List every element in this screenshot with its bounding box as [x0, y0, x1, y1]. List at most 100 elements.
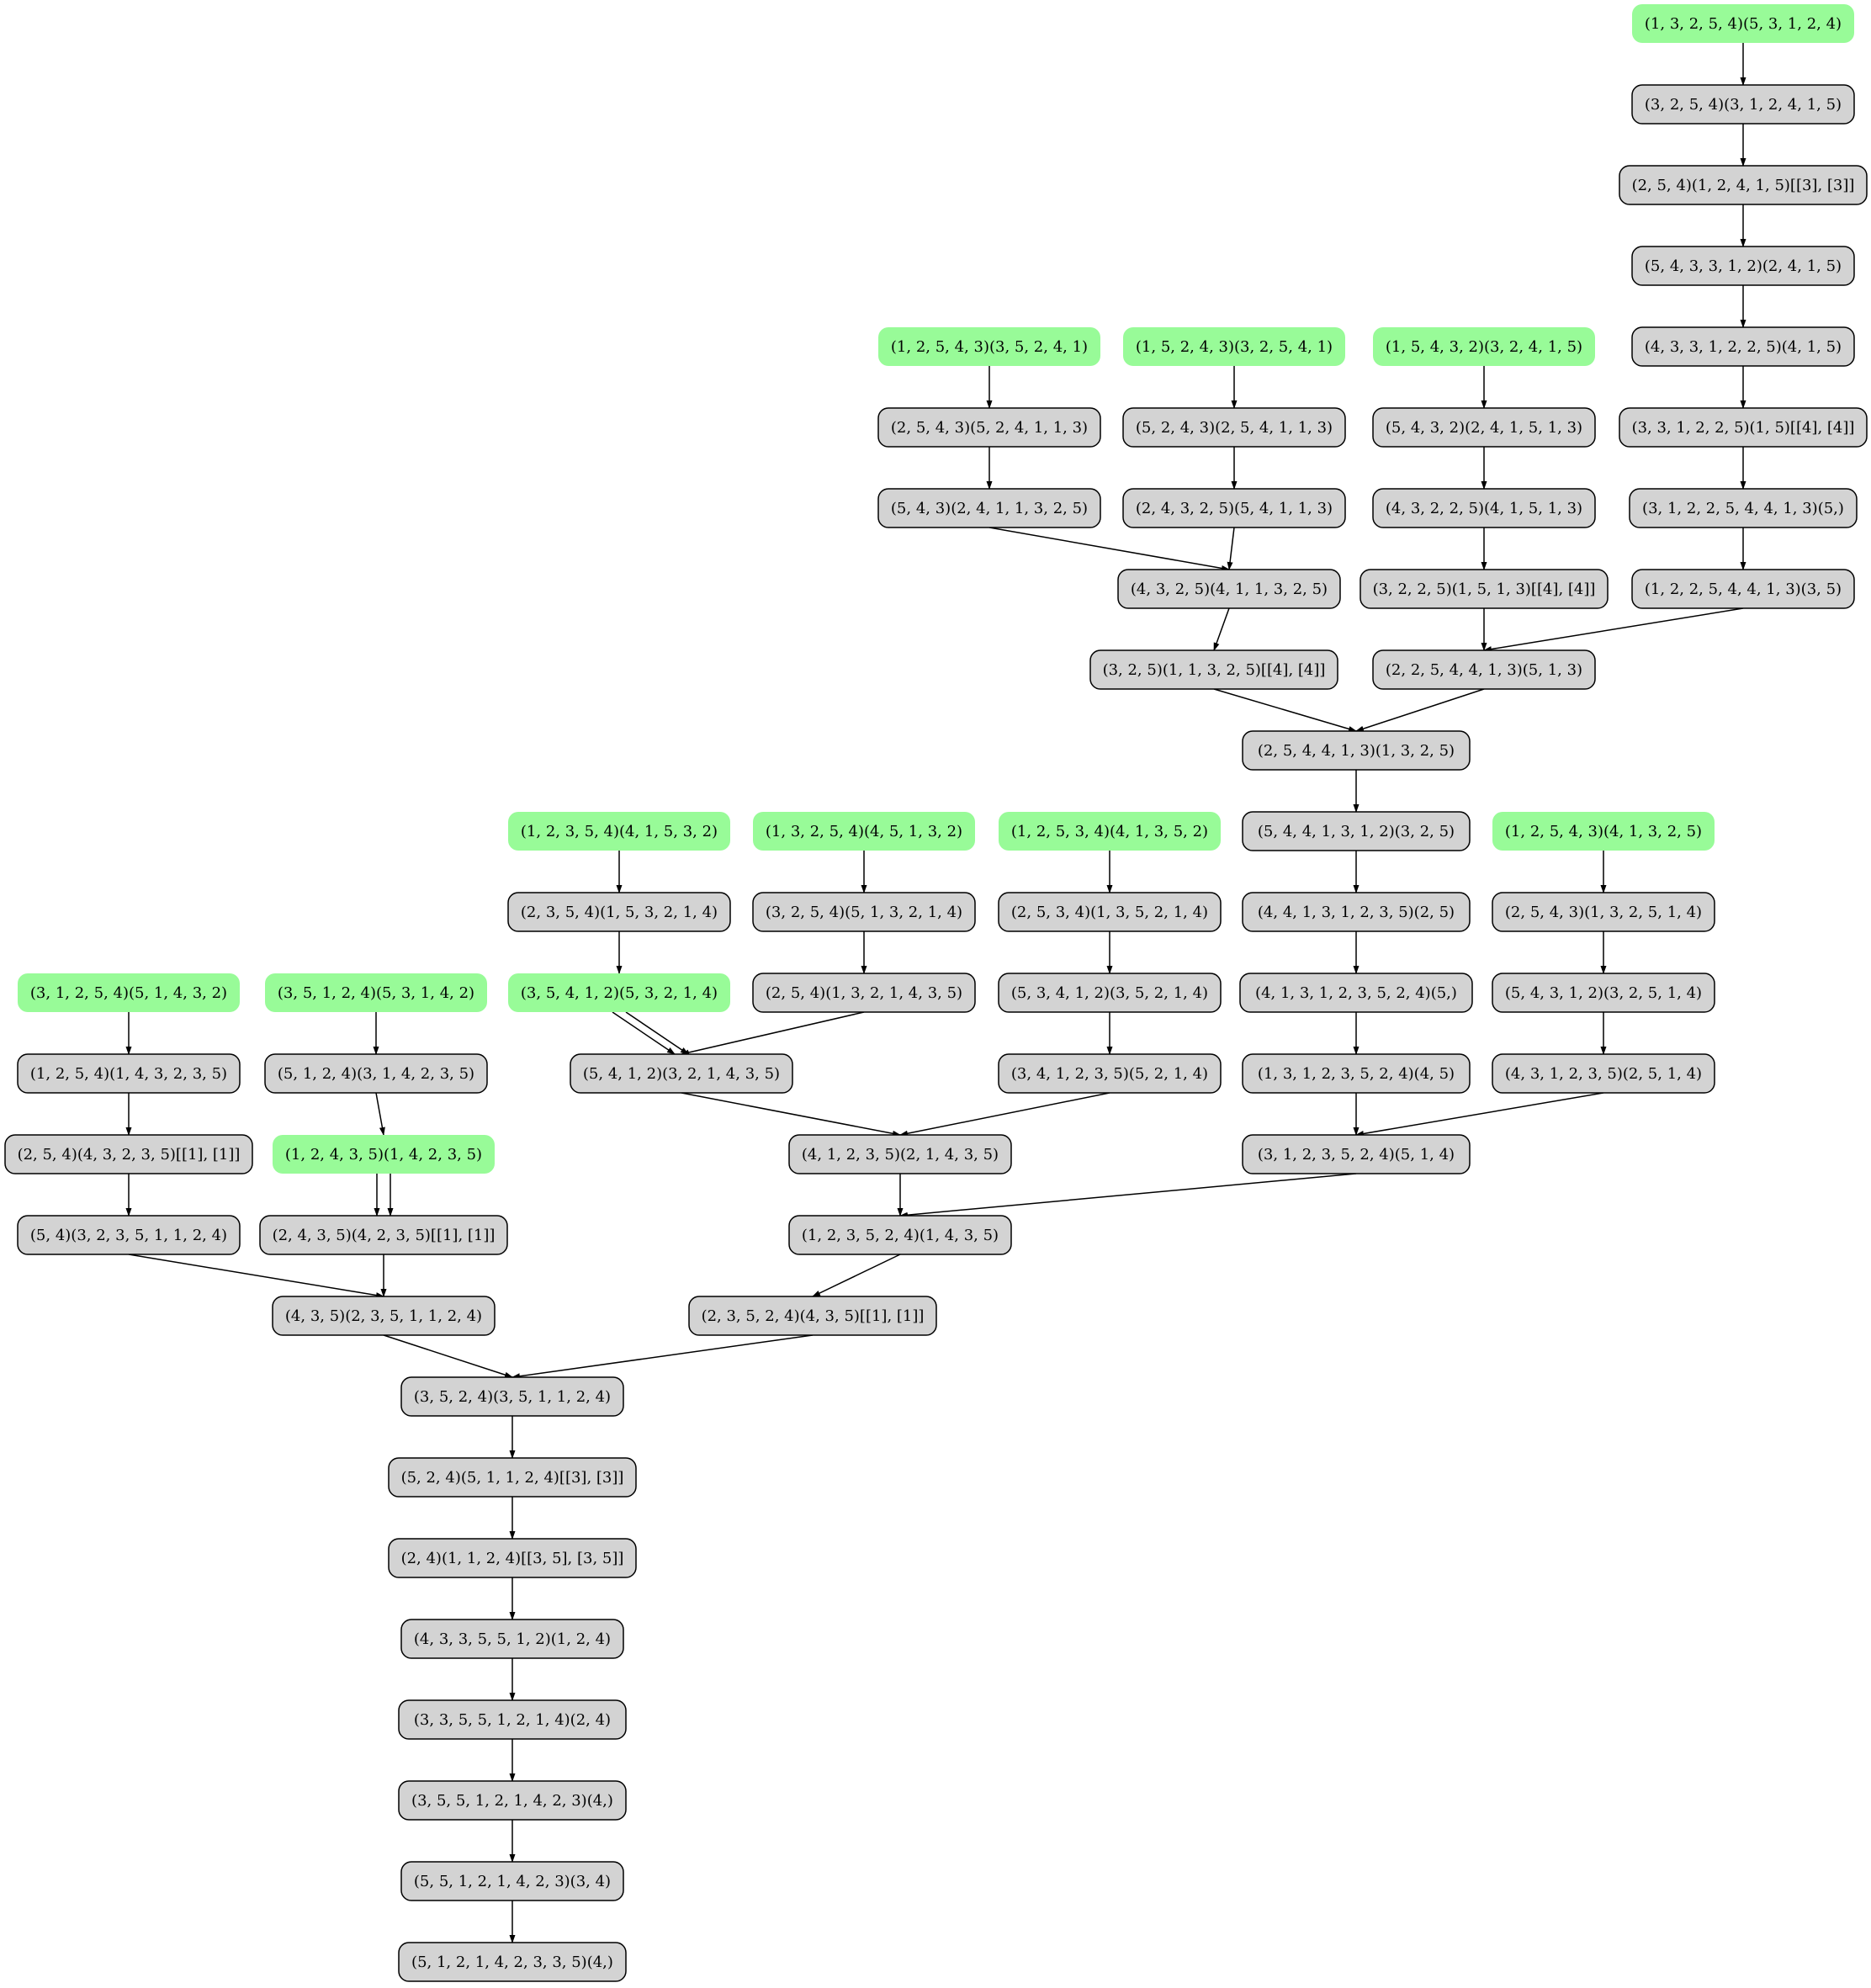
node-label: (2, 3, 5, 4)(1, 5, 3, 2, 1, 4)	[521, 904, 718, 921]
node-label: (1, 2, 5, 4, 3)(3, 5, 2, 4, 1)	[891, 338, 1088, 356]
node-label: (5, 4, 3, 1, 2)(3, 2, 5, 1, 4)	[1505, 984, 1702, 1002]
node-box	[753, 812, 975, 851]
node-label: (2, 3, 5, 2, 4)(4, 3, 5)[[1], [1]]	[702, 1307, 925, 1325]
graph-node: (2, 5, 3, 4)(1, 3, 5, 2, 1, 4)	[998, 892, 1222, 932]
edge-arrow	[128, 1254, 384, 1298]
node-box	[4, 1134, 253, 1174]
node-label: (2, 5, 4, 3)(1, 3, 2, 5, 1, 4)	[1505, 904, 1702, 921]
graph-node: (5, 4, 3)(2, 4, 1, 1, 3, 2, 5)	[877, 488, 1101, 528]
node-box	[18, 973, 240, 1012]
node-box	[1619, 407, 1868, 448]
node-box	[508, 973, 730, 1012]
edge-arrow	[1227, 527, 1235, 570]
node-box	[1492, 1053, 1715, 1094]
node-box	[388, 1538, 637, 1578]
node-box	[398, 1780, 627, 1821]
node-box	[1242, 1053, 1471, 1094]
leaf-node: (1, 3, 2, 5, 4)(4, 5, 1, 3, 2)	[753, 812, 975, 851]
edges-layer	[125, 43, 1746, 1943]
node-box	[1631, 326, 1855, 367]
node-box	[1372, 407, 1596, 448]
node-box	[1372, 488, 1596, 528]
leaf-node: (1, 5, 4, 3, 2)(3, 2, 4, 1, 5)	[1373, 327, 1595, 366]
node-label: (1, 2, 5, 4, 3)(4, 1, 3, 2, 5)	[1505, 823, 1702, 840]
node-label: (4, 4, 1, 3, 1, 2, 3, 5)(2, 5)	[1258, 904, 1455, 921]
graph-node: (3, 5, 2, 4)(3, 5, 1, 1, 2, 4)	[400, 1376, 624, 1417]
edge-arrow	[1355, 1092, 1604, 1137]
nodes-layer: (1, 3, 2, 5, 4)(5, 3, 1, 2, 4) (3, 2, 5, …	[4, 4, 1868, 1982]
graph-node: (5, 2, 4, 3)(2, 5, 4, 1, 1, 3)	[1122, 407, 1346, 448]
node-label: (5, 2, 4, 3)(2, 5, 4, 1, 1, 3)	[1136, 419, 1333, 437]
leaf-node: (3, 1, 2, 5, 4)(5, 1, 4, 3, 2)	[18, 973, 240, 1012]
edge-arrow	[989, 527, 1230, 571]
node-label: (3, 5, 4, 1, 2)(5, 3, 2, 1, 4)	[521, 984, 718, 1002]
node-label: (3, 5, 1, 2, 4)(5, 3, 1, 4, 2)	[278, 984, 474, 1002]
graph-node: (4, 4, 1, 3, 1, 2, 3, 5)(2, 5)	[1242, 892, 1471, 932]
graph-node: (2, 5, 4)(1, 3, 2, 1, 4, 3, 5)	[752, 973, 976, 1013]
node-label: (2, 4)(1, 1, 2, 4)[[3, 5], [3, 5]]	[401, 1550, 624, 1567]
node-box	[1492, 812, 1715, 851]
node-label: (3, 5, 5, 1, 2, 1, 4, 2, 3)(4,)	[411, 1792, 613, 1810]
node-label: (3, 2, 2, 5)(1, 5, 1, 3)[[4], [4]]	[1373, 580, 1596, 598]
node-label: (4, 3, 3, 1, 2, 2, 5)(4, 1, 5)	[1645, 338, 1842, 356]
edge-arrow	[511, 1334, 814, 1380]
node-label: (4, 3, 1, 2, 3, 5)(2, 5, 1, 4)	[1505, 1065, 1702, 1083]
graph-node: (3, 2, 5)(1, 1, 3, 2, 5)[[4], [4]]	[1089, 649, 1338, 690]
graph-node: (4, 1, 3, 1, 2, 3, 5, 2, 4)(5,)	[1239, 973, 1473, 1013]
node-box	[388, 1457, 637, 1498]
node-label: (3, 1, 2, 3, 5, 2, 4)(5, 1, 4)	[1258, 1146, 1455, 1164]
node-box	[1242, 892, 1471, 932]
graph-node: (5, 4, 3, 1, 2)(3, 2, 5, 1, 4)	[1492, 973, 1715, 1013]
node-box	[1242, 811, 1471, 851]
graph-node: (4, 3, 2, 2, 5)(4, 1, 5, 1, 3)	[1372, 488, 1596, 528]
node-label: (3, 2, 5, 4)(3, 1, 2, 4, 1, 5)	[1645, 96, 1842, 114]
leaf-node: (1, 2, 5, 4, 3)(4, 1, 3, 2, 5)	[1492, 812, 1715, 851]
graph-node: (5, 3, 4, 1, 2)(3, 5, 2, 1, 4)	[998, 973, 1222, 1013]
node-box	[259, 1215, 508, 1255]
graph-node: (2, 5, 4)(1, 2, 4, 1, 5)[[3], [3]]	[1619, 165, 1868, 205]
node-label: (5, 1, 2, 4)(3, 1, 4, 2, 3, 5)	[278, 1065, 474, 1083]
node-label: (3, 3, 5, 5, 1, 2, 1, 4)(2, 4)	[414, 1711, 611, 1729]
node-box	[1242, 730, 1471, 771]
graph-node: (4, 3, 3, 5, 5, 1, 2)(1, 2, 4)	[400, 1619, 624, 1659]
node-box	[1122, 488, 1346, 528]
node-label: (1, 3, 2, 5, 4)(4, 5, 1, 3, 2)	[766, 823, 962, 840]
graph-node: (5, 2, 4)(5, 1, 1, 2, 4)[[3], [3]]	[388, 1457, 637, 1498]
leaf-node: (1, 3, 2, 5, 4)(5, 3, 1, 2, 4)	[1632, 4, 1854, 43]
node-box	[1632, 4, 1854, 43]
node-label: (1, 2, 2, 5, 4, 4, 1, 3)(3, 5)	[1645, 580, 1842, 598]
node-box	[1631, 84, 1855, 125]
graph-node: (3, 3, 1, 2, 2, 5)(1, 5)[[4], [4]]	[1619, 407, 1868, 448]
graph-node: (4, 3, 2, 5)(4, 1, 1, 3, 2, 5)	[1117, 569, 1341, 609]
node-box	[752, 973, 976, 1013]
graph-node: (4, 1, 2, 3, 5)(2, 1, 4, 3, 5)	[788, 1134, 1012, 1174]
node-box	[264, 1053, 488, 1094]
edge-arrow	[1355, 688, 1485, 732]
node-label: (1, 2, 4, 3, 5)(1, 4, 2, 3, 5)	[285, 1146, 482, 1164]
node-box	[1629, 488, 1858, 528]
node-box	[788, 1134, 1012, 1174]
node-box	[877, 488, 1101, 528]
edge-arrow	[1483, 607, 1744, 653]
node-box	[688, 1296, 937, 1336]
node-label: (1, 2, 5, 3, 4)(4, 1, 3, 5, 2)	[1011, 823, 1208, 840]
node-label: (4, 3, 3, 5, 5, 1, 2)(1, 2, 4)	[414, 1630, 611, 1648]
graph-node: (5, 4)(3, 2, 3, 5, 1, 1, 2, 4)	[17, 1215, 241, 1255]
edge-arrow	[383, 1334, 513, 1378]
node-label: (2, 5, 4, 3)(5, 2, 4, 1, 1, 3)	[891, 419, 1088, 437]
edge-arrow	[1213, 688, 1357, 732]
node-label: (1, 2, 3, 5, 2, 4)(1, 4, 3, 5)	[802, 1227, 999, 1244]
node-label: (1, 5, 4, 3, 2)(3, 2, 4, 1, 5)	[1386, 338, 1582, 356]
node-box	[788, 1215, 1012, 1255]
node-box	[1631, 569, 1855, 609]
node-label: (1, 3, 1, 2, 3, 5, 2, 4)(4, 5)	[1258, 1065, 1455, 1083]
node-label: (5, 4, 3, 3, 1, 2)(2, 4, 1, 5)	[1645, 257, 1842, 275]
node-box	[508, 812, 730, 851]
node-box	[265, 973, 487, 1012]
node-label: (1, 2, 3, 5, 4)(4, 1, 5, 3, 2)	[521, 823, 718, 840]
node-box	[1089, 649, 1338, 690]
graph-node: (3, 5, 5, 1, 2, 1, 4, 2, 3)(4,)	[398, 1780, 627, 1821]
graph-node: (2, 3, 5, 2, 4)(4, 3, 5)[[1], [1]]	[688, 1296, 937, 1336]
node-label: (2, 4, 3, 2, 5)(5, 4, 1, 1, 3)	[1136, 500, 1333, 517]
node-label: (2, 5, 4)(1, 3, 2, 1, 4, 3, 5)	[766, 984, 962, 1002]
